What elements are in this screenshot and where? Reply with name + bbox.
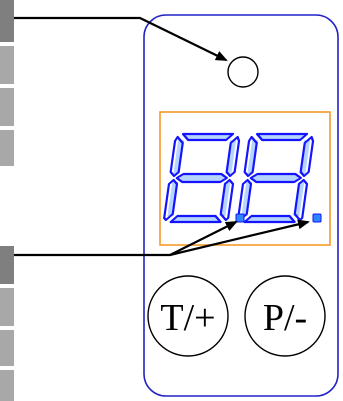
- digit-1: [163, 132, 241, 224]
- p-minus-button-outline: [244, 275, 326, 357]
- t-plus-button-label: T/+: [160, 297, 215, 339]
- leader-arrow-decimal-1: [14, 221, 238, 257]
- t-plus-button[interactable]: T/+: [147, 275, 229, 357]
- side-tab-4: [0, 130, 14, 166]
- p-minus-button-label: P/-: [263, 297, 307, 339]
- side-tab-6: [0, 288, 14, 326]
- decimal-point-2: [312, 213, 322, 223]
- t-plus-button-outline: [147, 275, 229, 357]
- p-minus-button[interactable]: P/-: [244, 275, 326, 357]
- side-tab-3: [0, 88, 14, 126]
- leader-lines: [14, 16, 310, 257]
- decimal-point-1: [235, 213, 245, 223]
- side-tab-8: [0, 370, 14, 401]
- digit-2: [237, 132, 315, 224]
- side-tab-1: [0, 0, 14, 42]
- side-tab-2: [0, 46, 14, 84]
- side-tab-7: [0, 330, 14, 366]
- leader-arrow-indicator: [14, 16, 228, 61]
- side-tab-5: [0, 246, 14, 284]
- seven-segment-display: [163, 132, 322, 224]
- indicator-circle: [227, 56, 259, 88]
- left-tabs: [0, 0, 14, 401]
- leader-arrow-decimal-2: [169, 219, 310, 257]
